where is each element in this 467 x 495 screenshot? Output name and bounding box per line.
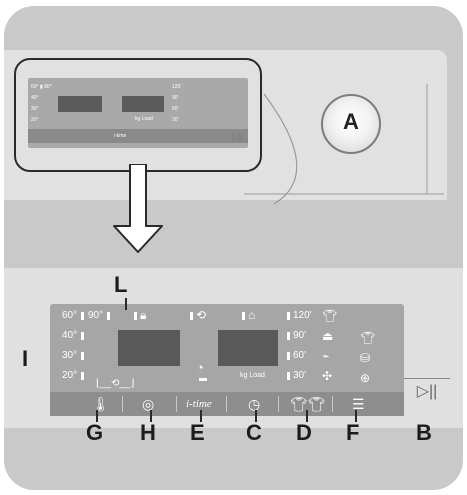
plus-circle-icon: ⊕ (360, 371, 371, 385)
mini-play-pause: ▷|| (227, 132, 247, 147)
time-90-label: 90' (293, 330, 307, 341)
strip-divider (226, 396, 227, 412)
mini-time-120: 120' (172, 84, 182, 90)
time-30-label: 30' (293, 370, 307, 381)
time-30-led (287, 372, 290, 380)
shirts-status-icon: 👕︎ (360, 331, 376, 345)
temp-20-led (81, 372, 84, 380)
shirt-icon: 👕︎ (322, 309, 338, 323)
spin-icon: ⟲ (196, 308, 207, 322)
iron-light-icon: ⏏ (322, 329, 334, 343)
mini-time-90: 90' (172, 95, 179, 101)
callout-l: L (114, 272, 128, 297)
itime-button[interactable]: i-time (186, 398, 212, 410)
play-pause-button[interactable]: ▷|| (404, 378, 450, 405)
mini-temp-30: 30° (31, 106, 39, 112)
callout-h: H (140, 420, 156, 445)
temp-90-label: 90° (88, 310, 104, 321)
display-left (118, 330, 180, 366)
fan-icon: ✣ (322, 369, 333, 383)
callout-d-line (306, 410, 308, 422)
temp-20-label: 20° (62, 370, 78, 381)
strip-divider (122, 396, 123, 412)
mini-itime: i-time (114, 133, 127, 139)
button-strip (50, 392, 404, 416)
knob-label-a: A (343, 109, 359, 134)
spin-led (190, 312, 193, 320)
mini-time-30: 30' (172, 117, 179, 123)
time-120-led (287, 312, 290, 320)
temp-40-led (81, 332, 84, 340)
callout-g-line (96, 410, 98, 422)
mini-display-right (122, 96, 164, 112)
time-120-label: 120' (293, 310, 312, 321)
basket-icon: ⛁ (360, 351, 371, 365)
temp-30-led (81, 352, 84, 360)
strip-divider (332, 396, 333, 412)
callout-l-line (125, 298, 127, 310)
iron-led (242, 312, 245, 320)
strip-divider (176, 396, 177, 412)
clock-icon[interactable]: ◷ (248, 396, 261, 412)
time-60-label: 60' (293, 350, 307, 361)
callout-h-line (150, 410, 152, 422)
mini-temp-40: 40° (31, 95, 39, 101)
callout-b: B (416, 420, 432, 445)
temp-90-led (107, 312, 110, 320)
callout-d: D (296, 420, 312, 445)
callout-c-line (255, 410, 257, 422)
temp-40-label: 40° (62, 330, 78, 341)
display-right (218, 330, 278, 366)
diagram-frame: 60° ▮ 90° 40° 30° 20° 120' 90' 60' 30' k… (4, 6, 463, 490)
mini-display-left (58, 96, 102, 112)
callout-f: F (346, 420, 360, 445)
temp-30-label: 30° (62, 350, 78, 361)
zoom-highlight-box (14, 58, 262, 172)
lock-led (134, 312, 137, 320)
menu-icon[interactable]: ☰ (352, 396, 365, 412)
shirts-icon[interactable]: 👕︎👕︎ (290, 396, 326, 412)
mini-kg-load: kg Load (135, 116, 153, 122)
lock-icon: 🔒︎ (140, 308, 147, 322)
time-90-led (287, 332, 290, 340)
timer-bar (199, 378, 207, 381)
mini-button-strip (28, 129, 248, 143)
callout-g: G (86, 420, 104, 445)
temp-60-led (81, 312, 84, 320)
kg-load-label: kg Load (240, 372, 265, 379)
callout-f-line (355, 410, 357, 422)
swirl-icon[interactable]: ◎ (142, 396, 155, 412)
callout-i: I (22, 346, 29, 371)
callout-e-line (200, 410, 202, 422)
tub-icon: ⌁ (322, 349, 330, 363)
zoom-arrow-icon (113, 164, 163, 253)
mini-time-60: 60' (172, 106, 179, 112)
iron-icon: ⌂ (248, 308, 256, 322)
callout-e: E (190, 420, 205, 445)
mini-temp-20: 20° (31, 117, 39, 123)
temp-range-bracket: ⌊__⟲__⌋ (96, 378, 135, 389)
temp-60-label: 60° (62, 310, 78, 321)
strip-divider (278, 396, 279, 412)
time-60-led (287, 352, 290, 360)
thermometer-icon[interactable]: 🌡︎ (92, 396, 110, 412)
program-knob[interactable]: A (321, 94, 381, 154)
timer-icon: ◔ (196, 360, 204, 375)
callout-c: C (246, 420, 262, 445)
mini-temp-60-90: 60° ▮ 90° (31, 84, 52, 90)
